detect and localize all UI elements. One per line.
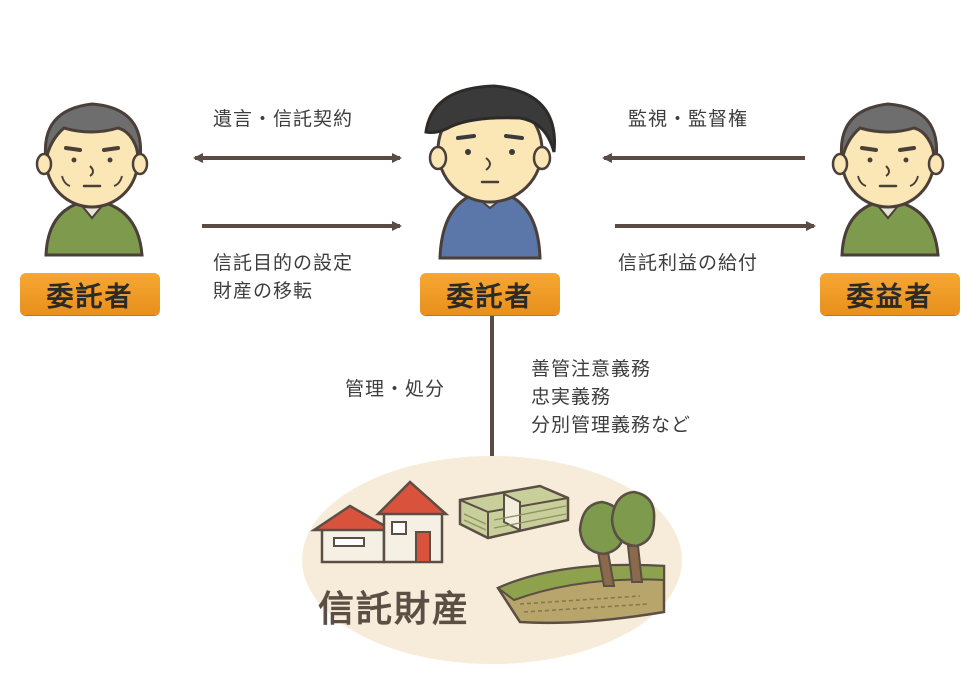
label-management: 管理・処分 [345,378,446,400]
person-icon [424,84,556,260]
label-asset-transfer: 財産の移転 [213,280,314,302]
label-benefit-payment: 信託利益の給付 [618,252,759,274]
label-will-contract: 遺言・信託契約 [213,108,354,130]
house-icon [309,480,450,564]
label-duty-loyalty: 忠実義務 [531,386,612,408]
trust-assets-title: 信託財産 [318,589,471,630]
label-purpose-setting: 信託目的の設定 [213,252,354,274]
role-badge-beneficiary: 委益者 [820,273,960,315]
label-supervision: 監視・監督権 [628,108,749,130]
elder-person-icon [35,102,149,257]
role-badge-trustee: 委託者 [420,273,560,315]
label-duty-segregation: 分別管理義務など [531,414,692,436]
elder-person-icon [831,102,945,257]
money-stack-icon [458,484,570,540]
land-with-trees-icon [496,490,666,625]
label-duty-care: 善管注意義務 [531,358,652,380]
role-badge-settlor: 委託者 [20,273,160,315]
